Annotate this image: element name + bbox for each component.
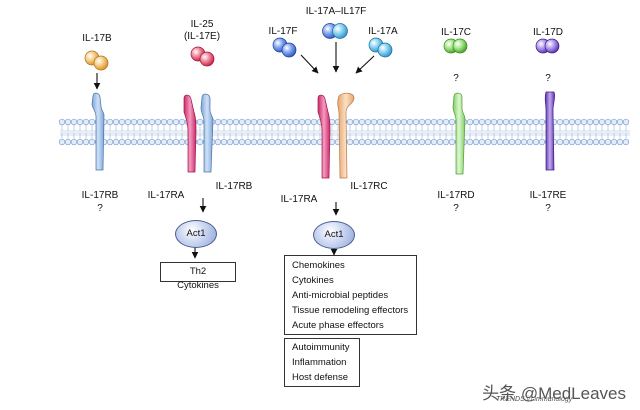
il17re-receptor <box>544 91 556 171</box>
arrow-il17f <box>300 54 319 74</box>
il17d-unknown-mark: ? <box>545 73 551 84</box>
il17ra-label-1: IL-17RA <box>147 190 185 201</box>
effector-item: Acute phase effectors <box>292 320 384 331</box>
il17ra-receptor-2 <box>317 94 331 179</box>
il17c-label: IL-17C <box>440 27 472 38</box>
il17ra-receptor-1 <box>183 94 197 173</box>
il17rb-receptor-1 <box>200 93 214 173</box>
il17a-il17f-label: IL-17A–IL17F <box>305 6 367 17</box>
il17rb-left-label: IL-17RB <box>81 190 119 201</box>
il17a-label: IL-17A <box>368 26 398 37</box>
effector-item: Tissue remodeling effectors <box>292 305 409 316</box>
il17rb-label-1: IL-17RB <box>215 181 253 192</box>
il17a-il17f-ligand-dimer <box>322 23 348 39</box>
th2-cytokines-box: Th2 Cytokines <box>160 262 236 291</box>
il17rd-receptor <box>452 92 466 175</box>
il17rb-receptor-left <box>91 92 105 171</box>
il17rc-label: IL-17RC <box>350 181 388 192</box>
watermark: 头条 @MedLeaves <box>482 384 626 403</box>
il17d-label: IL-17D <box>532 27 564 38</box>
act1-adaptor-left: Act1 <box>175 220 217 248</box>
il17rb-left-unknown-mark: ? <box>97 203 103 214</box>
il17rc-receptor <box>337 92 355 179</box>
disease-outcome-item: Inflammation <box>292 357 347 368</box>
il17e-label: (IL-17E) <box>183 31 221 42</box>
il17rd-unknown-mark: ? <box>453 203 459 214</box>
il17f-label: IL-17F <box>268 26 298 37</box>
effector-item: Chemokines <box>292 260 345 271</box>
disease-outcome-item: Autoimmunity <box>292 342 350 353</box>
journal-credit: TRENDS in Immunology <box>496 396 573 403</box>
il17ra-label-2: IL-17RA <box>280 194 318 205</box>
il25-ligand-dimer <box>190 46 215 67</box>
arrow-il17a <box>355 55 375 74</box>
disease-outcome-item: Host defense <box>292 372 348 383</box>
il17a-ligand-dimer <box>368 37 393 58</box>
il17re-label: IL-17RE <box>529 190 567 201</box>
il25-label: IL-25 <box>190 19 214 30</box>
il17c-ligand-dimer <box>443 38 468 54</box>
il17b-ligand-dimer <box>84 50 109 71</box>
il17d-ligand-dimer <box>535 38 560 54</box>
act1-adaptor-right: Act1 <box>313 221 355 249</box>
effector-item: Anti-microbial peptides <box>292 290 389 301</box>
il17re-unknown-mark: ? <box>545 203 551 214</box>
il17c-unknown-mark: ? <box>453 73 459 84</box>
effector-item: Cytokines <box>292 275 334 286</box>
il17b-label: IL-17B <box>82 33 112 44</box>
il17rd-label: IL-17RD <box>437 190 475 201</box>
il17f-ligand-dimer <box>272 37 297 58</box>
